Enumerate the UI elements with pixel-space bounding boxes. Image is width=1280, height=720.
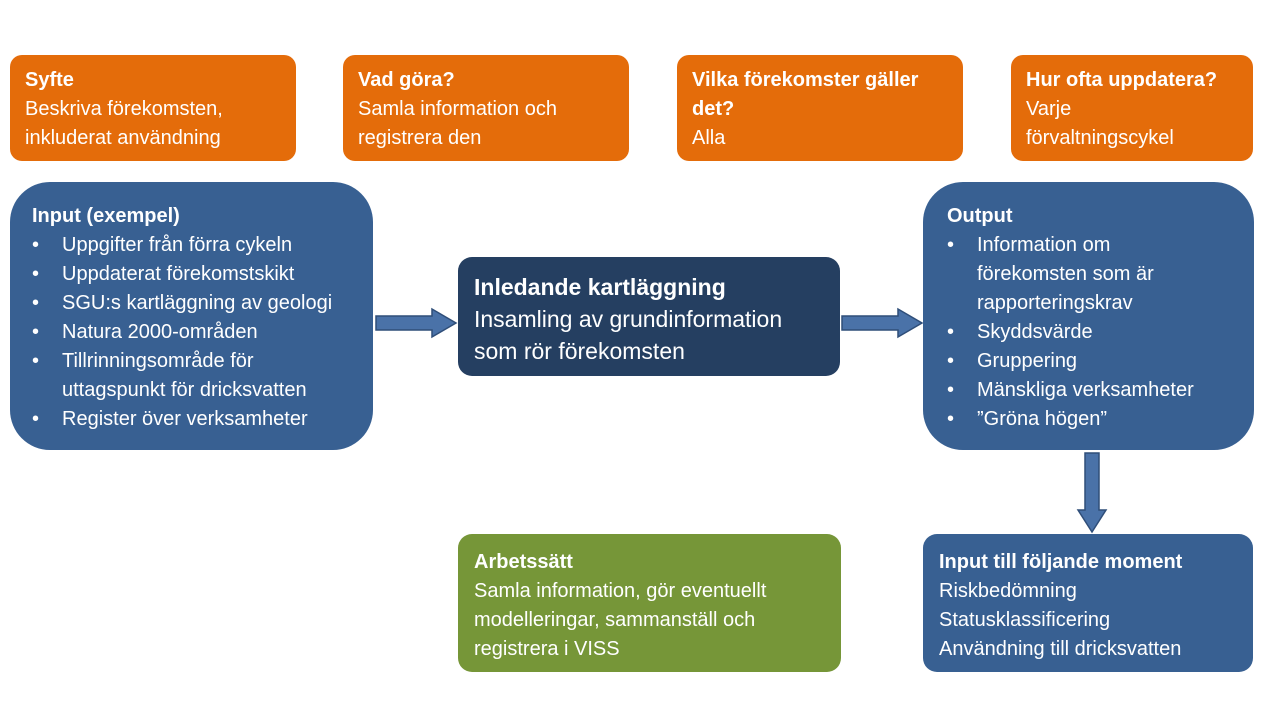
purpose-line: inkluderat användning: [25, 127, 221, 149]
input-item: Uppgifter från förra cykeln: [32, 231, 359, 260]
update-frequency-box: Hur ofta uppdatera? Varje förvaltningscy…: [1011, 55, 1253, 161]
output-item: Gruppering: [947, 347, 1242, 376]
what-to-do-line: Samla information och: [358, 98, 557, 120]
arrow-right-icon: [375, 307, 458, 339]
input-box: Input (exempel) Uppgifter från förra cyk…: [10, 182, 373, 450]
what-to-do-line: registrera den: [358, 127, 482, 149]
input-item: Register över verksamheter: [32, 405, 359, 434]
update-frequency-line: förvaltningscykel: [1026, 127, 1174, 149]
which-waters-box: Vilka förekomster gäller det? Alla: [677, 55, 963, 161]
what-to-do-box: Vad göra? Samla information och registre…: [343, 55, 629, 161]
method-box: Arbetssätt Samla information, gör eventu…: [458, 534, 841, 672]
next-step-item: Användning till dricksvatten: [939, 638, 1182, 660]
next-step-item: Riskbedömning: [939, 580, 1077, 602]
arrow-right-icon: [841, 307, 924, 339]
arrow-down-icon: [1076, 452, 1108, 534]
update-frequency-line: Varje: [1026, 98, 1072, 120]
output-box: Output Information om förekomsten som är…: [923, 182, 1254, 450]
initial-mapping-description: Insamling av grundinformation som rör fö…: [474, 306, 783, 364]
input-item: Uppdaterat förekomstskikt: [32, 260, 359, 289]
input-item: Natura 2000-områden: [32, 318, 359, 347]
initial-mapping-box: Inledande kartläggning Insamling av grun…: [458, 257, 840, 376]
input-list: Uppgifter från förra cykeln Uppdaterat f…: [32, 231, 359, 434]
method-line: registrera i VISS: [474, 638, 620, 660]
next-step-item: Statusklassificering: [939, 609, 1111, 631]
purpose-box: Syfte Beskriva förekomsten, inkluderat a…: [10, 55, 296, 161]
output-item: Mänskliga verksamheter: [947, 376, 1242, 405]
method-line: modelleringar, sammanställ och: [474, 609, 756, 631]
output-item: ”Gröna högen”: [947, 405, 1242, 434]
method-line: Samla information, gör eventuellt: [474, 580, 767, 602]
purpose-title: Syfte: [25, 69, 74, 91]
input-title: Input (exempel): [32, 205, 180, 227]
next-step-title: Input till följande moment: [939, 551, 1183, 573]
initial-mapping-title: Inledande kartläggning: [474, 274, 726, 300]
next-step-box: Input till följande moment Riskbedömning…: [923, 534, 1253, 672]
update-frequency-title: Hur ofta uppdatera?: [1026, 69, 1218, 91]
output-title: Output: [947, 205, 1013, 227]
output-item: Information om förekomsten som är rappor…: [947, 231, 1207, 318]
input-item: Tillrinningsområde för uttagspunkt för d…: [32, 347, 359, 405]
purpose-line: Beskriva förekomsten,: [25, 98, 223, 120]
output-list: Information om förekomsten som är rappor…: [947, 231, 1242, 434]
method-title: Arbetssätt: [474, 551, 573, 573]
output-item: Skyddsvärde: [947, 318, 1242, 347]
which-waters-line: Alla: [692, 127, 726, 149]
input-item: SGU:s kartläggning av geologi: [32, 289, 359, 318]
which-waters-title: Vilka förekomster gäller det?: [692, 69, 919, 120]
what-to-do-title: Vad göra?: [358, 69, 455, 91]
